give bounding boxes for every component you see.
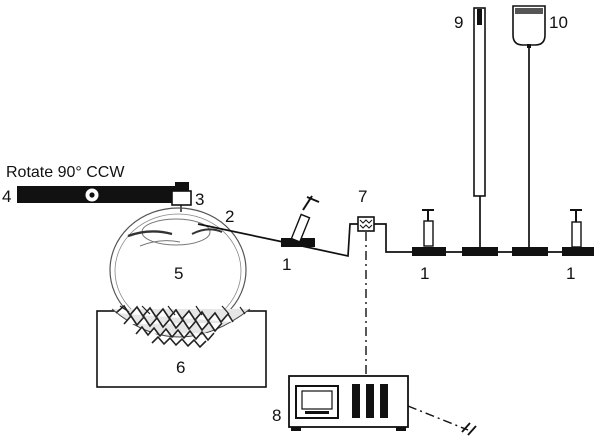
monitor-device: [288, 375, 409, 431]
label-valve-right: 1: [566, 264, 575, 283]
label-transducer: 7: [358, 187, 367, 206]
label-eye: 5: [174, 264, 183, 283]
rotation-caption: Rotate 90° CCW: [6, 164, 125, 181]
label-tube: 2: [225, 207, 234, 226]
stopcock-valve-right[interactable]: [562, 209, 594, 256]
stopcock-valve-mid[interactable]: [412, 209, 446, 256]
label-arm: 4: [2, 187, 11, 206]
rotating-arm: [17, 182, 189, 203]
label-base: 6: [176, 358, 185, 377]
label-valve-left: 1: [282, 255, 291, 274]
label-manometer: 9: [454, 13, 463, 32]
saline-reservoir: [512, 5, 546, 48]
label-monitor: 8: [272, 406, 281, 425]
label-reservoir: 10: [549, 13, 568, 32]
stopcock-valve-left[interactable]: [281, 195, 320, 247]
label-holder-end: 3: [195, 190, 204, 209]
support-material: [111, 304, 251, 349]
monitor-button-2: [366, 384, 374, 418]
manometer-column: [473, 7, 486, 197]
label-valve-mid: 1: [420, 264, 429, 283]
holder-block: [171, 190, 192, 206]
pressure-transducer: [357, 216, 375, 232]
output-cable: [407, 405, 469, 431]
t-junction-manometer: [462, 196, 498, 256]
monitor-button-3: [380, 384, 388, 418]
t-junction-reservoir: [512, 46, 548, 256]
monitor-button-1: [352, 384, 360, 418]
needle-tube: [197, 223, 360, 258]
